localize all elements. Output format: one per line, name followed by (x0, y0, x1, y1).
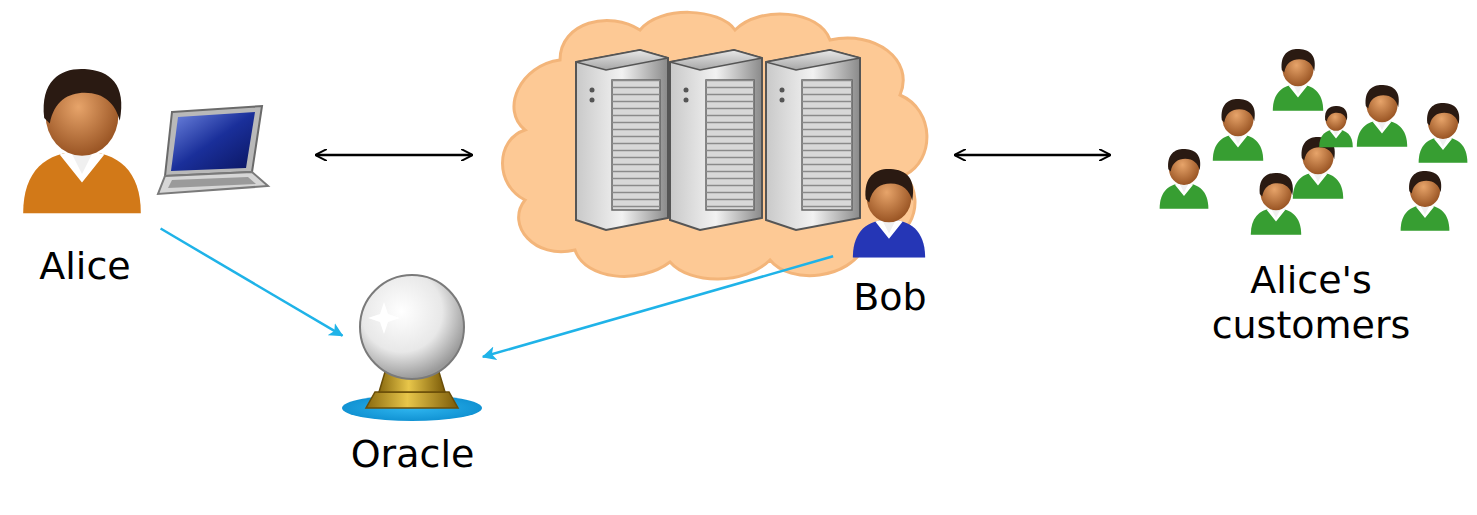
alice-icon (23, 69, 141, 213)
person-node: Alice (12, 62, 158, 306)
node-label-row: Oracle (345, 432, 480, 477)
customer-icons (1160, 49, 1468, 235)
node-label: Bob (853, 275, 926, 320)
bob-icon (853, 169, 925, 258)
node-label-row: Alice's customers (1150, 258, 1472, 348)
oracle-node: Oracle (345, 272, 480, 482)
connector-arrow (161, 229, 343, 336)
crystal-ball (342, 275, 482, 421)
link-arrow (316, 154, 472, 157)
laptop-icon (158, 106, 268, 194)
connector-arrow (483, 256, 833, 356)
cloud (503, 12, 927, 279)
node-label-row: Bob (836, 275, 944, 320)
node-label: Oracle (351, 432, 475, 477)
server-racks (576, 50, 860, 230)
person-node: Bob (836, 155, 944, 325)
node-label: Alice's customers (1191, 258, 1431, 348)
link-arrow (955, 154, 1110, 157)
node-label: Alice (39, 244, 130, 289)
node-label-row: Alice (12, 244, 158, 289)
group-node: Alice's customers (1150, 40, 1472, 358)
